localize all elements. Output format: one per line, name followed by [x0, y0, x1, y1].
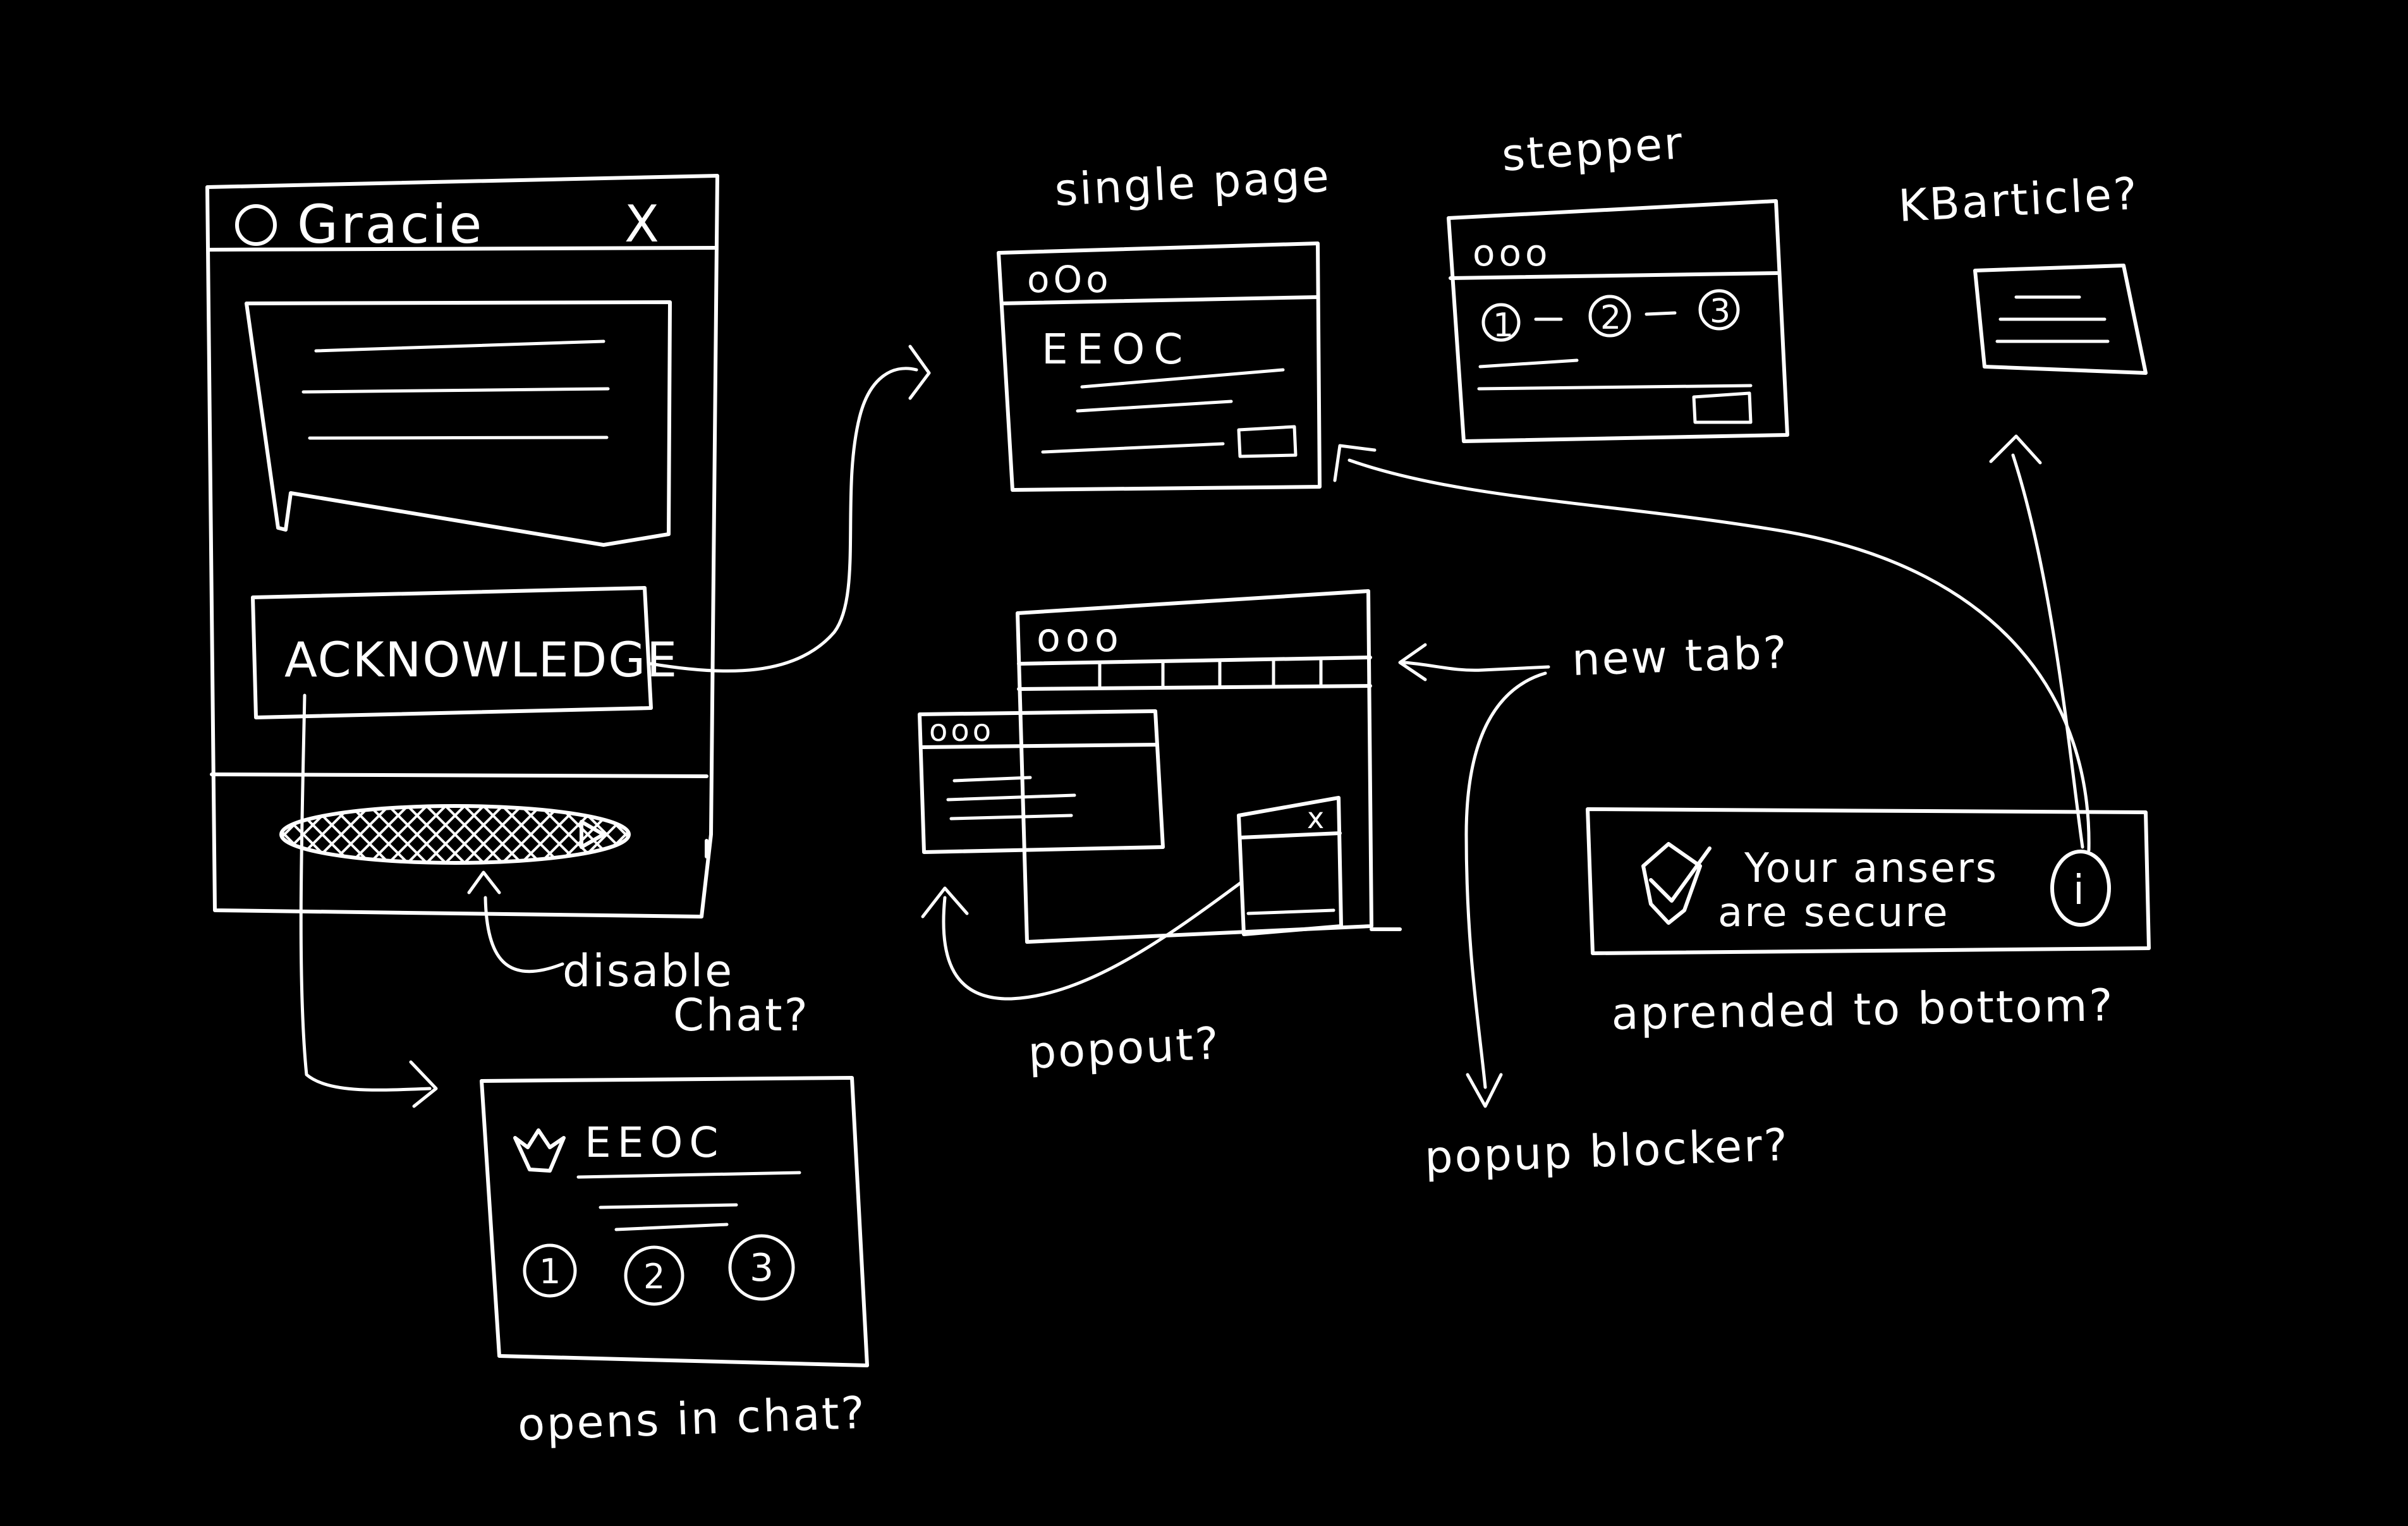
disable-chat-arrow — [483, 896, 564, 974]
appended-note: aprended to bottom? — [1611, 979, 2115, 1040]
chat-title: Gracie — [297, 193, 484, 255]
single-page-window-dots: oOo — [1027, 258, 1112, 301]
close-icon[interactable]: X — [624, 195, 659, 253]
disable-chat-note-line-2: Chat? — [673, 989, 810, 1041]
chat-status-circle-icon — [235, 204, 277, 246]
stepper-window — [1447, 199, 1789, 443]
stepper-step-1: 1 — [1493, 307, 1514, 345]
secure-to-kb-arrow — [2011, 453, 2084, 849]
popup-window — [1237, 796, 1343, 936]
disabled-chat-input[interactable] — [279, 804, 631, 865]
secure-to-kb-arrowhead — [1989, 434, 2042, 465]
chat-card-step-3: 3 — [750, 1246, 774, 1290]
single-page-window — [997, 241, 1322, 492]
chat-card — [480, 1076, 869, 1367]
stepper-step-3: 3 — [1710, 293, 1730, 331]
stepper-step-2: 2 — [1600, 299, 1621, 337]
info-icon-glyph: i — [2073, 867, 2084, 914]
disable-chat-note-line-1: disable — [562, 945, 734, 997]
kb-article-card — [1973, 264, 2148, 375]
chat-widget-window — [205, 174, 719, 919]
kb-article-caption: KBarticle? — [1897, 168, 2140, 232]
info-icon[interactable]: i — [2050, 850, 2111, 927]
chat-message-bubble — [245, 300, 672, 547]
acknowledge-to-chat-card-arrow — [299, 693, 432, 1092]
shield-check-icon — [1641, 842, 1712, 925]
chat-card-logo-icon — [513, 1128, 566, 1173]
acknowledge-label: ACKNOWLEDGE — [284, 632, 678, 688]
stepper-caption: stepper — [1500, 117, 1686, 181]
popout-window-dots: ooo — [929, 713, 994, 748]
acknowledge-to-single-page-arrow — [649, 367, 918, 673]
new-tab-caption: new tab? — [1571, 626, 1790, 686]
secure-text-line-1: Your ansers — [1744, 845, 1998, 892]
chat-card-step-1: 1 — [539, 1252, 561, 1291]
popout-window — [918, 709, 1165, 854]
new-tab-arrowhead — [1398, 643, 1427, 681]
chat-card-heading: EEOC — [585, 1118, 724, 1167]
popout-arrow — [942, 880, 1244, 1001]
acknowledge-button[interactable]: ACKNOWLEDGE — [251, 586, 678, 719]
browser-window-dots: ooo — [1037, 614, 1124, 661]
popup-blocker-note: popup blocker? — [1424, 1119, 1790, 1183]
acknowledge-to-chat-card-arrowhead — [409, 1060, 438, 1108]
single-page-heading: EEOC — [1042, 325, 1191, 374]
disable-chat-arrowhead — [467, 870, 501, 894]
new-tab-arrow — [1402, 661, 1550, 672]
acknowledge-to-single-page-arrowhead — [908, 345, 931, 400]
popout-arrowhead — [921, 886, 969, 919]
popout-note: popout? — [1027, 1017, 1222, 1079]
popup-blocker-arrowhead — [1466, 1073, 1503, 1108]
chat-card-step-2: 2 — [643, 1257, 665, 1297]
popup-close-icon[interactable]: x — [1307, 801, 1324, 835]
secure-text-line-2: are secure — [1718, 889, 1950, 936]
secure-banner — [1586, 807, 2151, 955]
opens-in-chat-note: opens in chat? — [517, 1387, 867, 1451]
popup-blocker-arrow — [1464, 671, 1547, 1089]
secure-to-single-page-arrowhead — [1333, 444, 1377, 482]
single-page-caption: single page — [1054, 150, 1332, 216]
browser-window — [1016, 589, 1402, 944]
stepper-window-dots: ooo — [1473, 231, 1551, 274]
